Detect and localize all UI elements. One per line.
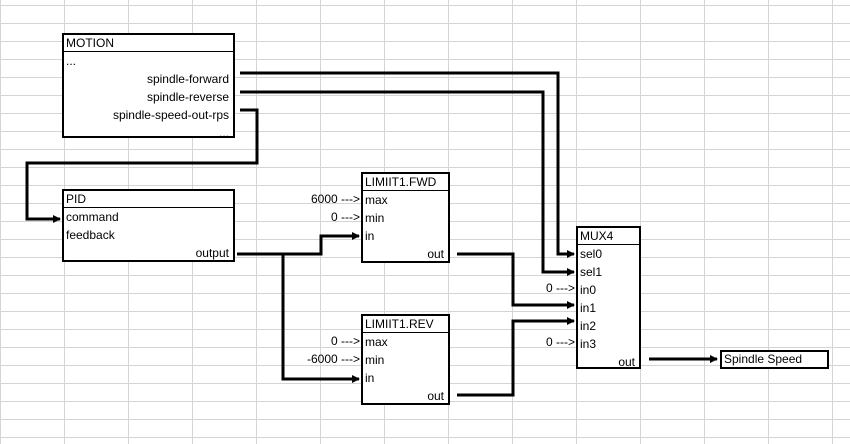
mux4-title: MUX4 <box>578 228 639 245</box>
wire-rev-out-to-in2 <box>457 317 575 397</box>
wire-pid-output-to-fwd-in <box>237 232 360 256</box>
limit-rev-title: LIMIIT1.REV <box>363 316 448 333</box>
pid-pin-output: output <box>195 246 229 260</box>
spindle-speed-label: Spindle Speed <box>724 352 803 366</box>
spindle-speed-output: Spindle Speed <box>720 350 829 369</box>
pid-pin-command: command <box>66 210 119 224</box>
mux4-pin-in1: in1 <box>580 301 597 315</box>
mux4-pin-out: out <box>618 355 635 369</box>
motion-title: MOTION <box>64 35 233 52</box>
limit-fwd-title: LIMIIT1.FWD <box>363 174 448 191</box>
limit-rev-pin-max: max <box>365 335 388 349</box>
limit-fwd-pin-out: out <box>427 247 444 261</box>
limit-fwd-block: LIMIIT1.FWD max min in out <box>361 172 450 263</box>
motion-pin-spindle-speed-out-rps: spindle-speed-out-rps <box>112 108 229 122</box>
mux4-pin-in0: in0 <box>580 283 597 297</box>
limit-rev-max-input: 0 ---> <box>330 334 360 348</box>
mux4-block: MUX4 sel0 sel1 in0 in1 in2 in3 out <box>576 226 641 369</box>
mux4-in3-input: 0 ---> <box>545 335 575 349</box>
mux4-pin-in3: in3 <box>580 337 597 351</box>
limit-fwd-min-input: 0 ---> <box>330 210 360 224</box>
wire-fwd-out-to-in1 <box>457 252 575 309</box>
wire-pid-output-to-rev-in <box>281 254 360 383</box>
motion-pin-spindle-forward: spindle-forward <box>146 72 229 86</box>
motion-pin-ellipsis-top: ... <box>66 54 77 68</box>
pid-pin-feedback: feedback <box>66 228 115 242</box>
mux4-in0-input: 0 ---> <box>545 281 575 295</box>
limit-rev-min-input: -6000 ---> <box>306 352 360 366</box>
wire-spindle-reverse-to-sel1 <box>240 90 575 276</box>
motion-block: MOTION ... spindle-forward spindle-rever… <box>62 33 235 140</box>
wire-spindle-forward-to-sel0 <box>240 71 575 258</box>
limit-fwd-pin-in: in <box>365 229 375 243</box>
limit-rev-pin-in: in <box>365 371 375 385</box>
pid-title: PID <box>64 191 233 208</box>
limit-rev-pin-min: min <box>365 353 385 367</box>
limit-rev-block: LIMIIT1.REV max min in out <box>361 314 450 405</box>
motion-pin-ellipsis-bottom: ... <box>218 126 229 140</box>
mux4-pin-sel0: sel0 <box>580 247 603 261</box>
limit-fwd-pin-min: min <box>365 211 385 225</box>
wire-speed-out-to-pid-command <box>25 108 259 223</box>
mux4-pin-in2: in2 <box>580 319 597 333</box>
limit-fwd-max-input: 6000 ---> <box>310 192 360 206</box>
pid-block: PID command feedback output <box>62 189 235 262</box>
mux4-pin-sel1: sel1 <box>580 265 603 279</box>
limit-rev-pin-out: out <box>427 389 444 403</box>
limit-fwd-pin-max: max <box>365 193 388 207</box>
motion-pin-spindle-reverse: spindle-reverse <box>146 90 229 104</box>
